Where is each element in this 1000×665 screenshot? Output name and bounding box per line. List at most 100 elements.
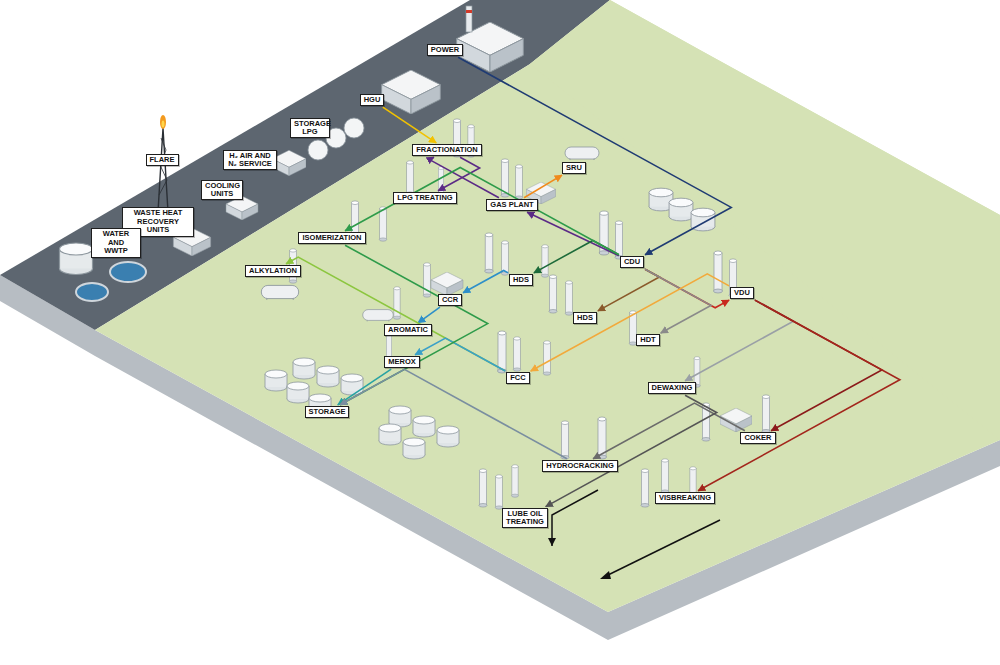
product-line	[606, 520, 720, 576]
unit-box: FLARE	[146, 154, 179, 166]
unit-box: ISOMERIZATION	[298, 232, 365, 244]
lpg-sphere	[308, 140, 328, 160]
unit-box: GAS PLANT	[486, 199, 537, 211]
column	[406, 161, 413, 195]
unit-box: LUBE OIL TREATING	[502, 508, 548, 529]
unit-label: ALKYLATION	[249, 267, 297, 275]
column	[714, 251, 723, 293]
storage-tank	[437, 426, 459, 447]
flow-line	[527, 212, 619, 256]
flare-flame	[162, 121, 165, 128]
column	[543, 341, 550, 375]
flow-line	[345, 167, 619, 254]
flow-line	[340, 245, 488, 405]
unit-label: WATER AND WWTP	[95, 230, 137, 255]
column	[394, 287, 401, 319]
storage-tank	[287, 382, 309, 403]
storage-tank	[379, 424, 401, 445]
unit-label: COOLING UNITS	[205, 182, 239, 199]
flare-flame	[160, 115, 166, 129]
process-block	[431, 272, 463, 296]
unit-label: LUBE OIL TREATING	[506, 510, 544, 527]
flow-line	[340, 369, 567, 458]
product-arrow	[600, 571, 611, 579]
storage-tank	[317, 366, 339, 387]
storage-tank	[293, 358, 315, 379]
water-basin	[110, 262, 146, 282]
unit-box: H₂ AIR AND N₂ SERVICE	[223, 150, 277, 171]
unit-label: HDS	[577, 314, 593, 322]
column	[561, 421, 569, 459]
unit-box: FRACTIONATION	[412, 144, 482, 156]
column	[549, 275, 557, 313]
column	[512, 465, 519, 497]
unit-box: POWER	[427, 44, 463, 56]
unit-label: VISBREAKING	[659, 494, 711, 502]
unit-label: HDS	[513, 276, 529, 284]
unit-box: COOLING UNITS	[201, 180, 243, 201]
flow-line	[524, 175, 562, 198]
unit-label: HGU	[364, 96, 381, 104]
drum	[363, 310, 394, 322]
unit-label: DEWAXING	[652, 384, 693, 392]
drum	[261, 285, 298, 299]
unit-label: CCR	[442, 296, 458, 304]
storage-tank	[413, 416, 435, 437]
unit-label: GAS PLANT	[490, 201, 533, 209]
unit-box: HGU	[360, 94, 385, 106]
column	[762, 395, 770, 433]
service-building	[272, 150, 306, 176]
flare-stack	[158, 128, 168, 212]
flow-line	[546, 395, 717, 506]
unit-box: FCC	[506, 372, 529, 384]
unit-box: MEROX	[384, 356, 420, 368]
flow-line	[645, 269, 711, 333]
column	[501, 241, 508, 275]
flow-line	[415, 338, 505, 371]
flow-line	[755, 300, 882, 431]
crude-tank	[669, 198, 693, 221]
unit-label: COKER	[744, 434, 771, 442]
storage-tank	[341, 374, 363, 395]
unit-box: CCR	[438, 294, 462, 306]
unit-label: FCC	[510, 374, 525, 382]
flare-lattice	[159, 138, 167, 195]
unit-box: LPG TREATING	[393, 192, 456, 204]
water-tank	[60, 243, 93, 275]
chimney	[466, 6, 472, 32]
flow-line	[698, 300, 900, 491]
unit-box: STORAGE	[305, 406, 350, 418]
unit-label: STORAGE LPG	[294, 120, 326, 137]
storage-tank	[265, 370, 287, 391]
flow-line	[458, 57, 731, 255]
unit-label: STORAGE	[309, 408, 346, 416]
unit-box: CDU	[620, 256, 644, 268]
unit-label: H₂ AIR AND N₂ SERVICE	[227, 152, 273, 169]
unit-box: AROMATIC	[384, 324, 432, 336]
sru-drum	[565, 147, 599, 160]
flow-line	[463, 270, 508, 292]
unit-label: HYDROCRACKING	[546, 462, 614, 470]
lpg-sphere	[344, 118, 364, 138]
unit-label: MEROX	[388, 358, 416, 366]
storage-tank	[403, 438, 425, 459]
unit-box: HYDROCRACKING	[542, 460, 618, 472]
unit-label: LPG TREATING	[397, 194, 452, 202]
process-ground	[95, 0, 1000, 612]
unit-label: HDT	[640, 336, 655, 344]
unit-label: SRU	[566, 164, 582, 172]
unit-label: VDU	[734, 289, 750, 297]
flow-line	[286, 257, 505, 371]
unit-box: STORAGE LPG	[290, 118, 330, 139]
column	[661, 459, 668, 493]
unit-box: WATER AND WWTP	[91, 228, 141, 257]
unit-box: HDT	[636, 334, 659, 346]
unit-label: ISOMERIZATION	[302, 234, 361, 242]
unit-box: ALKYLATION	[245, 265, 301, 277]
unit-label: AROMATIC	[388, 326, 428, 334]
unit-box: VISBREAKING	[655, 492, 715, 504]
chimney-band	[466, 10, 472, 13]
